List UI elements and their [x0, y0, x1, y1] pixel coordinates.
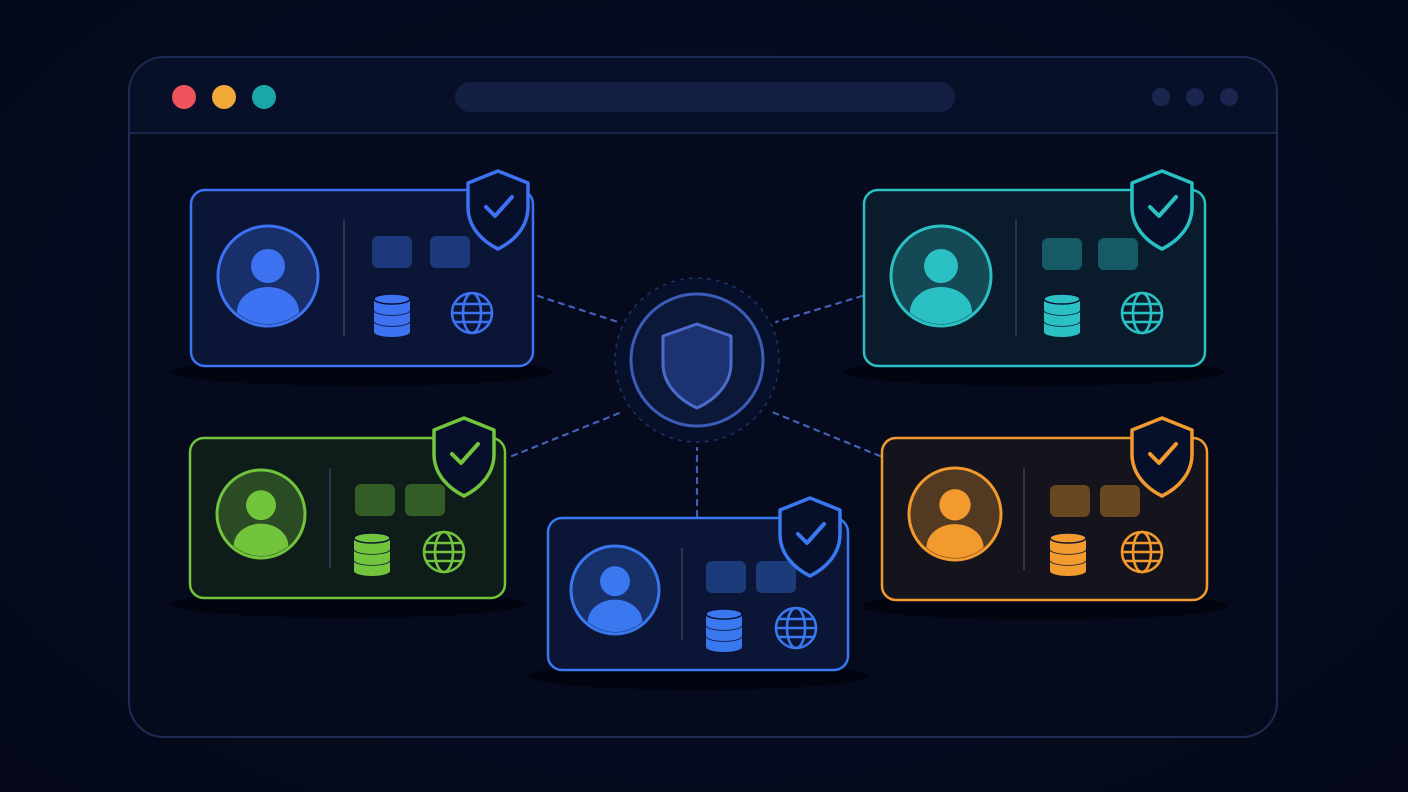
dot-icon[interactable]	[1220, 88, 1238, 106]
dot-icon[interactable]	[1152, 88, 1170, 106]
db-top	[353, 532, 391, 544]
shield-check-icon	[1130, 416, 1194, 498]
placeholder-tile	[430, 236, 470, 268]
shield-shape	[661, 322, 733, 410]
avatar-figure	[587, 566, 643, 632]
check-mark	[484, 195, 514, 218]
check-mark	[1148, 195, 1178, 218]
connector-line	[770, 410, 882, 458]
shield-check-icon	[1130, 169, 1194, 251]
db-bottom	[374, 327, 410, 337]
dot-icon[interactable]	[1186, 88, 1204, 106]
db-bottom	[374, 316, 410, 326]
db-bottom	[1050, 555, 1086, 565]
user-icon	[215, 468, 307, 560]
node-cards	[170, 169, 1227, 690]
db-bottom	[1044, 327, 1080, 337]
connector-line	[536, 294, 620, 324]
db-top	[1043, 293, 1081, 305]
user-icon	[216, 224, 320, 328]
placeholder-tile	[1098, 238, 1138, 270]
db-top	[705, 608, 743, 620]
database-icon	[705, 608, 743, 652]
avatar-head	[924, 249, 958, 283]
user-icon	[907, 466, 1003, 562]
avatar-figure	[910, 249, 972, 324]
database-icon	[373, 293, 411, 337]
db-bottom	[1050, 566, 1086, 576]
placeholder-tile	[1100, 485, 1140, 517]
connector-line	[774, 294, 864, 324]
avatar-body	[910, 287, 972, 324]
node-card-top-right[interactable]	[844, 169, 1225, 386]
avatar-body	[237, 287, 299, 324]
window-titlebar	[130, 58, 1276, 134]
avatar-head	[600, 566, 630, 597]
security-hub[interactable]	[614, 277, 780, 443]
db-bottom	[706, 620, 742, 630]
check-mark	[450, 442, 480, 465]
db-top	[1049, 532, 1087, 544]
db-bottom	[374, 305, 410, 315]
user-icon	[569, 544, 661, 636]
node-card-middle-left[interactable]	[170, 416, 525, 618]
placeholder-tile	[372, 236, 412, 268]
avatar-body	[233, 523, 289, 556]
check-mark	[796, 522, 826, 545]
db-bottom	[1044, 305, 1080, 315]
database-icon	[353, 532, 391, 576]
db-bottom	[1044, 316, 1080, 326]
close-dot[interactable]	[172, 85, 196, 109]
placeholder-tile	[1050, 485, 1090, 517]
minimize-dot[interactable]	[212, 85, 236, 109]
avatar-head	[251, 249, 285, 283]
node-card-middle-right[interactable]	[862, 416, 1227, 620]
placeholder-tile	[756, 561, 796, 593]
database-icon	[1043, 293, 1081, 337]
avatar-body	[926, 524, 984, 558]
avatar-body	[587, 599, 643, 632]
avatar-figure	[926, 489, 984, 558]
placeholder-tile	[706, 561, 746, 593]
shield-icon	[661, 322, 733, 410]
placeholder-tile	[405, 484, 445, 516]
check-mark	[1148, 442, 1178, 465]
maximize-dot[interactable]	[252, 85, 276, 109]
db-bottom	[706, 642, 742, 652]
avatar-head	[246, 490, 276, 521]
globe-icon	[774, 606, 818, 650]
connector-line	[510, 410, 624, 458]
shield-check-icon	[778, 496, 842, 578]
node-card-top-left[interactable]	[171, 169, 553, 386]
connector-lines	[510, 294, 882, 518]
db-bottom	[354, 566, 390, 576]
avatar-figure	[233, 490, 289, 556]
database-icon	[1049, 532, 1087, 576]
address-bar[interactable]	[455, 82, 955, 112]
db-top	[373, 293, 411, 305]
db-bottom	[1050, 544, 1086, 554]
shield-check-icon	[466, 169, 530, 251]
globe-icon	[1120, 530, 1164, 574]
globe-icon	[422, 530, 466, 574]
db-bottom	[354, 555, 390, 565]
avatar-figure	[237, 249, 299, 324]
placeholder-tile	[355, 484, 395, 516]
user-icon	[889, 224, 993, 328]
globe-icon	[1120, 291, 1164, 335]
placeholder-tile	[1042, 238, 1082, 270]
node-card-bottom-center[interactable]	[528, 496, 868, 690]
db-bottom	[354, 544, 390, 554]
shield-check-icon	[432, 416, 496, 498]
globe-icon	[450, 291, 494, 335]
avatar-head	[939, 489, 971, 521]
db-bottom	[706, 631, 742, 641]
